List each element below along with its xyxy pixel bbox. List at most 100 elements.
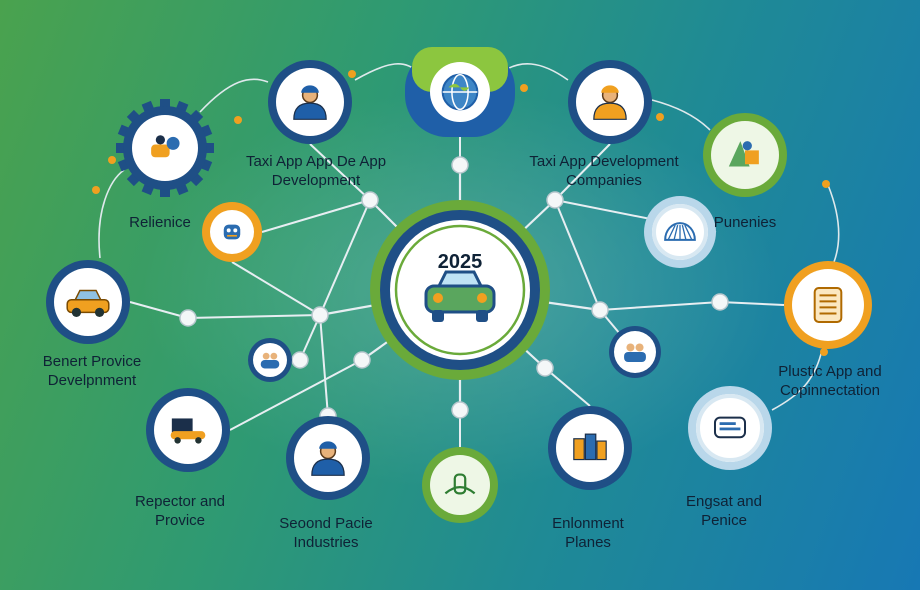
label-line: Penice xyxy=(701,512,747,529)
accent-dot xyxy=(822,180,830,188)
document-icon xyxy=(813,287,843,323)
junction-dot xyxy=(361,191,379,209)
accent-dot xyxy=(820,348,828,356)
label-line: Industries xyxy=(293,534,359,551)
center-hub: 2025 xyxy=(370,200,550,380)
accent-dot xyxy=(656,113,664,121)
accent-dot xyxy=(348,70,356,78)
connector-arc xyxy=(651,99,711,131)
connector-line xyxy=(544,367,591,407)
node-robot xyxy=(202,202,262,262)
robot-icon xyxy=(223,224,241,240)
label-line: Relienice xyxy=(129,214,191,231)
engineer-icon xyxy=(593,85,627,120)
junction-dot xyxy=(179,309,197,327)
connector-line xyxy=(554,143,611,201)
nodes xyxy=(46,47,872,523)
car-icon xyxy=(66,289,110,318)
hub-year: 2025 xyxy=(438,251,483,273)
hub-inner-ring xyxy=(394,224,526,356)
car-icon xyxy=(424,270,496,322)
label-line: Punenies xyxy=(713,214,777,231)
label-line: Development xyxy=(271,172,361,189)
accent-dot xyxy=(234,116,242,124)
label-line: Seoond Pacie xyxy=(279,515,373,532)
accent-dot xyxy=(108,156,116,164)
label-line: Taxi App Development xyxy=(529,153,679,170)
node-green-bottom xyxy=(422,447,498,523)
connector-line xyxy=(129,301,189,319)
connector-line xyxy=(309,143,371,201)
buildings-icon xyxy=(573,433,607,461)
node-person-mid xyxy=(286,416,370,500)
people-icon xyxy=(260,352,280,369)
node-people-small-left xyxy=(248,338,292,382)
accent-dot xyxy=(92,186,100,194)
junction-dot xyxy=(353,351,371,369)
node-gear xyxy=(116,99,214,197)
connector-line xyxy=(187,314,321,319)
dome-icon xyxy=(664,222,696,241)
label-line: Benert Provice xyxy=(42,353,142,370)
plant-icon xyxy=(444,473,476,495)
globe-icon xyxy=(441,73,479,111)
node-green-tools xyxy=(703,113,787,197)
junction-dot xyxy=(311,306,329,324)
node-car-left xyxy=(46,260,130,344)
label-line: Copinnectation xyxy=(779,382,881,399)
connector-arc xyxy=(827,184,840,263)
label-line: Plustic App and xyxy=(778,363,882,380)
label-line: Engsat and xyxy=(686,493,762,510)
node-buildings xyxy=(548,406,632,490)
gear-icon xyxy=(151,135,180,158)
label-line: Planes xyxy=(565,534,611,551)
junction-dot xyxy=(546,191,564,209)
node-globe xyxy=(405,47,515,137)
connector-line xyxy=(319,314,329,417)
junction-dot xyxy=(536,359,554,377)
tools-icon xyxy=(728,141,759,167)
node-truck xyxy=(146,388,230,472)
connector-arc xyxy=(771,349,823,411)
label-line: Companies xyxy=(566,172,642,189)
node-screen xyxy=(688,386,772,470)
node-worker-top-left xyxy=(268,60,352,144)
label-line: Develpnment xyxy=(47,372,137,389)
connector-line xyxy=(719,301,785,306)
connector-line xyxy=(319,199,371,316)
connector-arc xyxy=(98,169,125,259)
junction-dot xyxy=(591,301,609,319)
person-icon xyxy=(311,441,345,476)
label-dome: Punenies xyxy=(714,213,777,232)
label-gear: Relienice xyxy=(129,213,191,232)
connector-line xyxy=(599,301,721,311)
connector-arc xyxy=(199,78,269,113)
connector-line xyxy=(261,199,371,233)
label-line: Enlonment xyxy=(552,515,624,532)
junction-dot xyxy=(451,401,469,419)
worker-icon xyxy=(293,85,327,120)
truck-icon xyxy=(170,418,206,444)
junction-dot xyxy=(291,351,309,369)
junction-dot xyxy=(451,156,469,174)
node-document xyxy=(784,261,872,349)
node-worker-top-right xyxy=(568,60,652,144)
connector-line xyxy=(231,261,321,316)
label-line: Taxi App App De App xyxy=(245,153,387,170)
label-line: Provice xyxy=(154,512,206,529)
connector-line xyxy=(554,199,601,311)
label-line: Repector and xyxy=(134,493,226,510)
node-people-small-right xyxy=(609,326,661,378)
people-icon xyxy=(624,343,646,363)
node-dome xyxy=(644,196,716,268)
accent-dot xyxy=(520,84,528,92)
